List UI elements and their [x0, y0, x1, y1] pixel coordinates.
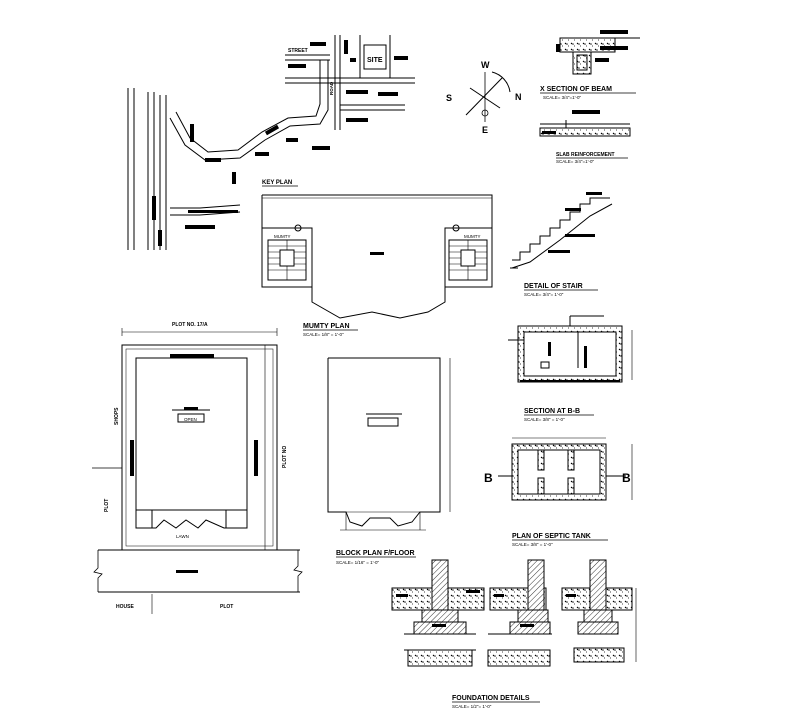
- key-plan-title: KEY PLAN: [262, 180, 292, 186]
- site-room-label: OPEN: [184, 417, 197, 422]
- north-compass: W S N E: [446, 60, 522, 135]
- key-plan-site-label: SITE: [367, 57, 383, 64]
- septic-plan-scale: SCALE= 3/8" = 1'-0": [512, 542, 553, 547]
- slab-reinforcement: SLAB REINFORCEMENT SCALE= 3/4"=1'-0": [539, 110, 631, 164]
- site-lawn-label: LAWN: [176, 534, 189, 539]
- compass-e: E: [482, 125, 488, 135]
- septic-marker-left: B: [484, 471, 493, 485]
- stair-scale: SCALE= 3/4"= 1'-0": [524, 292, 564, 297]
- site-right-label: PLOT NO: [282, 446, 288, 468]
- block-plan: BLOCK PLAN F/FLOOR SCALE= 1/16" = 1'-0": [327, 357, 451, 565]
- block-plan-title: BLOCK PLAN F/FLOOR: [336, 550, 415, 557]
- septic-section: SECTION AT B-B SCALE= 3/8" = 1'-0": [508, 315, 633, 422]
- septic-plan: B B PLAN OF SEPTIC TANK SCALE= 3/8" = 1'…: [484, 437, 633, 547]
- site-left-label: SHOPS: [114, 407, 120, 425]
- compass-n: N: [515, 92, 522, 102]
- block-plan-scale: SCALE= 1/16" = 1'-0": [336, 560, 379, 565]
- mumty-plan: MUMTY MUMTY MUMTY PLAN SCALE= 1/8" = 1'-…: [261, 194, 493, 337]
- compass-w: W: [481, 60, 490, 70]
- beam-section: X SECTION OF BEAM SCALE= 3/4"=1'-0": [540, 30, 640, 100]
- mumty-room-right: MUMTY: [464, 234, 481, 239]
- slab-title: SLAB REINFORCEMENT: [556, 152, 615, 158]
- mumty-title: MUMTY PLAN: [303, 323, 350, 330]
- site-plot-label: PLOT NO. 17/A: [172, 322, 208, 328]
- mumty-room-left: MUMTY: [274, 234, 291, 239]
- key-plan-street-label: STREET: [288, 48, 308, 54]
- mumty-scale: SCALE= 1/8" = 1'-0": [303, 332, 344, 337]
- septic-plan-title: PLAN OF SEPTIC TANK: [512, 533, 591, 540]
- slab-scale: SCALE= 3/4"=1'-0": [556, 159, 594, 164]
- road-bottom-left: HOUSE: [116, 604, 134, 610]
- compass-s: S: [446, 93, 452, 103]
- foundation-details: FOUNDATION DETAILS SCALE= 1/2"= 1'-0": [391, 559, 637, 709]
- road-bottom-right: PLOT: [220, 604, 233, 610]
- septic-section-title: SECTION AT B-B: [524, 408, 580, 415]
- foundation-title: FOUNDATION DETAILS: [452, 695, 530, 702]
- septic-marker-right: B: [622, 471, 631, 485]
- site-plan: PLOT NO. 17/A SHOPS PLOT NO PLOT OPEN LA…: [92, 322, 303, 614]
- foundation-scale: SCALE= 1/2"= 1'-0": [452, 704, 492, 709]
- stair-title: DETAIL OF STAIR: [524, 283, 583, 290]
- septic-section-scale: SCALE= 3/8" = 1'-0": [524, 417, 565, 422]
- stair-detail: DETAIL OF STAIR SCALE= 3/4"= 1'-0": [510, 192, 613, 297]
- key-plan-road-label: ROAD: [329, 81, 334, 95]
- beam-title: X SECTION OF BEAM: [540, 86, 612, 93]
- key-plan: STREET SITE ROAD KEY PLAN: [127, 35, 415, 250]
- site-bottom-left: PLOT: [104, 499, 110, 512]
- beam-scale: SCALE= 3/4"=1'-0": [543, 95, 581, 100]
